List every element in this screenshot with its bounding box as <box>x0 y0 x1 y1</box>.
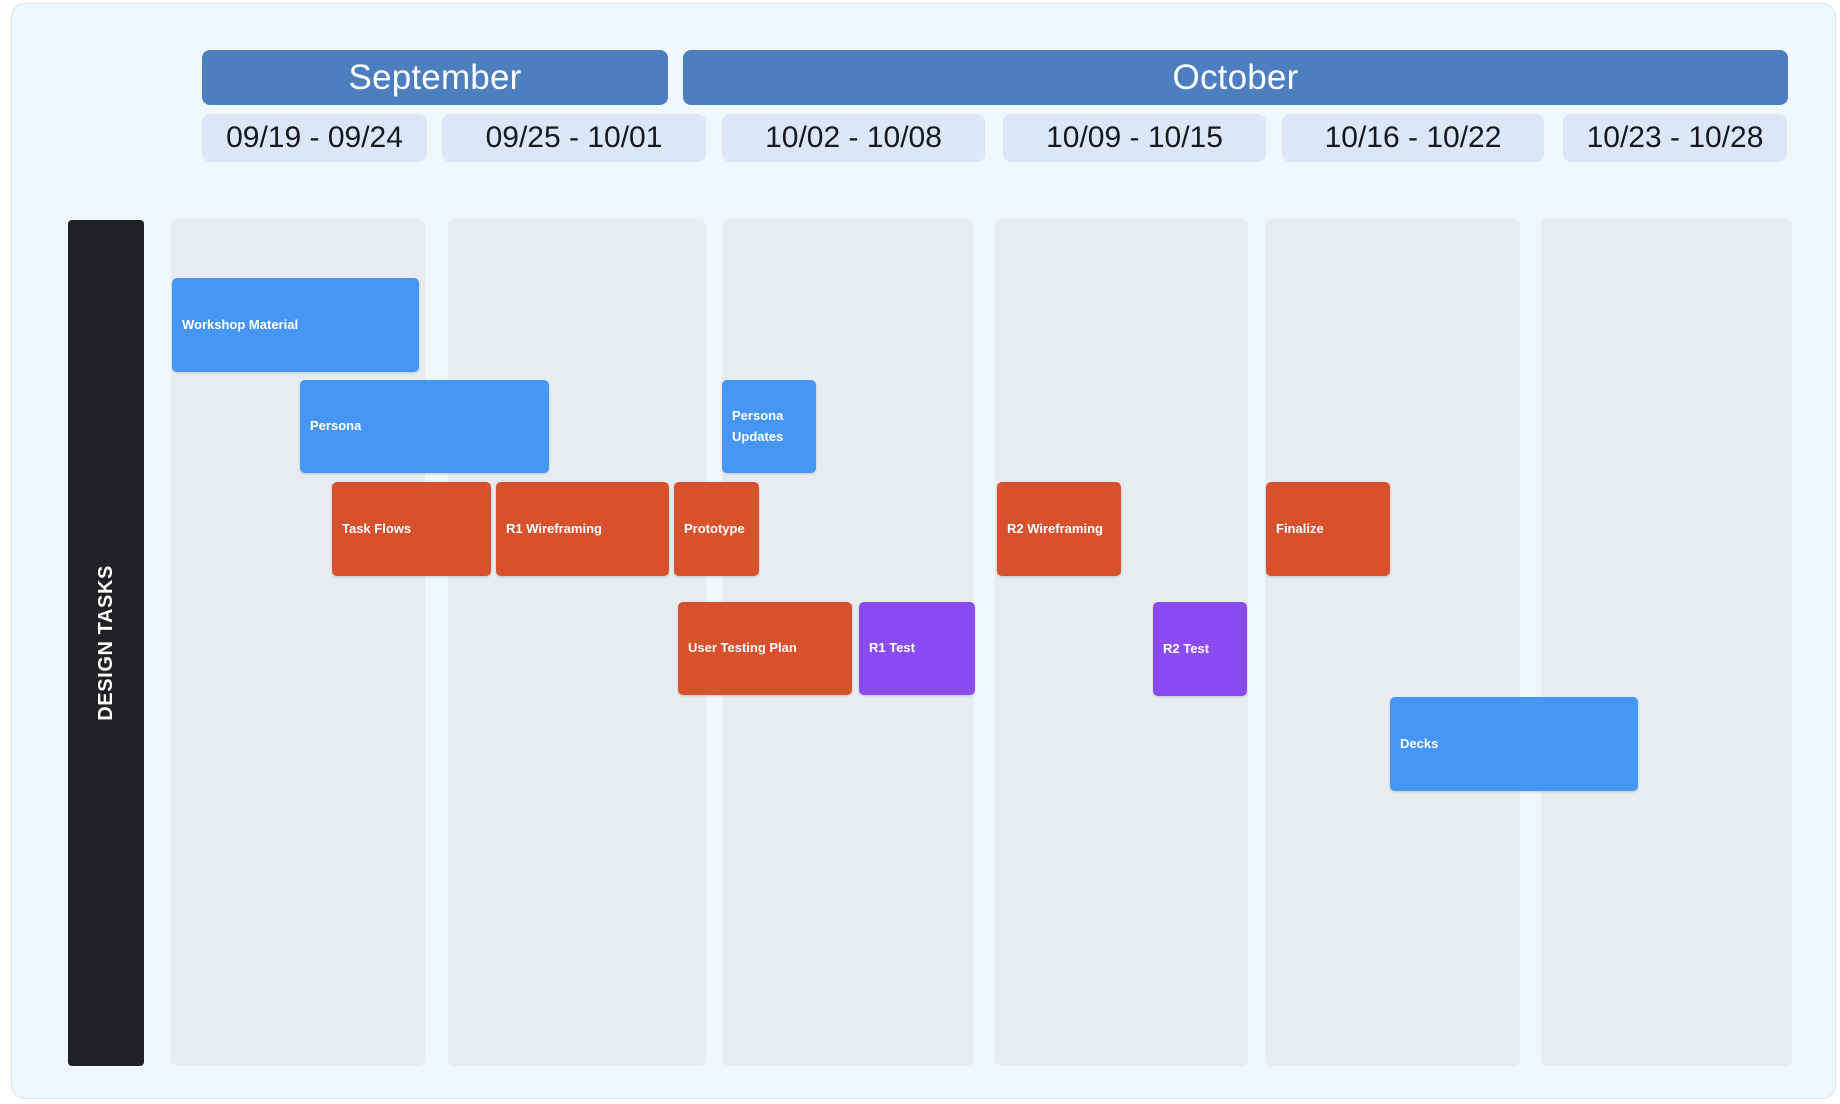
week-label-5: 10/16 - 10/22 <box>1282 114 1544 162</box>
gantt-widget: September October 09/19 - 09/24 09/25 - 10… <box>11 3 1836 1099</box>
task-label: R2 Test <box>1163 640 1209 656</box>
design-tasks-row-header: DESIGN TASKS <box>68 220 144 1066</box>
task-label: R1 Wireframing <box>506 520 602 536</box>
task-label: User Testing Plan <box>688 640 797 656</box>
task-label: Persona <box>310 418 362 434</box>
task-decks[interactable]: Decks <box>1390 697 1638 791</box>
task-label: Finalize <box>1276 520 1324 536</box>
task-task-flows[interactable]: Task Flows <box>332 482 491 576</box>
task-r1-test[interactable]: R1 Test <box>859 602 975 695</box>
week-label-2: 09/25 - 10/01 <box>442 114 706 162</box>
task-persona[interactable]: Persona <box>300 380 549 473</box>
task-label: Task Flows <box>342 520 412 536</box>
task-label: Prototype <box>684 520 745 536</box>
week-label-6: 10/23 - 10/28 <box>1563 114 1787 162</box>
task-prototype[interactable]: Prototype <box>674 482 759 576</box>
task-label: R1 Test <box>869 640 915 656</box>
task-label: Persona Updates <box>732 408 784 444</box>
task-label: Decks <box>1400 735 1439 751</box>
task-label: Workshop Material <box>182 316 299 332</box>
week-label-1: 09/19 - 09/24 <box>202 114 427 162</box>
week-lane-6 <box>1541 219 1792 1066</box>
week-lane-5 <box>1265 219 1520 1066</box>
task-workshop-material[interactable]: Workshop Material <box>172 278 419 372</box>
task-r2-wireframing[interactable]: R2 Wireframing <box>997 482 1121 576</box>
week-label-3: 10/02 - 10/08 <box>722 114 985 162</box>
design-tasks-label: DESIGN TASKS <box>94 565 117 721</box>
month-header-october: October <box>683 50 1788 105</box>
week-lane-2 <box>448 219 706 1066</box>
task-r2-test[interactable]: R2 Test <box>1153 602 1247 696</box>
task-user-testing-plan[interactable]: User Testing Plan <box>678 602 852 695</box>
week-label-4: 10/09 - 10/15 <box>1003 114 1266 162</box>
month-header-september: September <box>202 50 668 105</box>
task-label: R2 Wireframing <box>1007 520 1103 536</box>
task-persona-updates[interactable]: Persona Updates <box>722 380 816 473</box>
task-finalize[interactable]: Finalize <box>1266 482 1390 576</box>
task-r1-wireframing[interactable]: R1 Wireframing <box>496 482 669 576</box>
